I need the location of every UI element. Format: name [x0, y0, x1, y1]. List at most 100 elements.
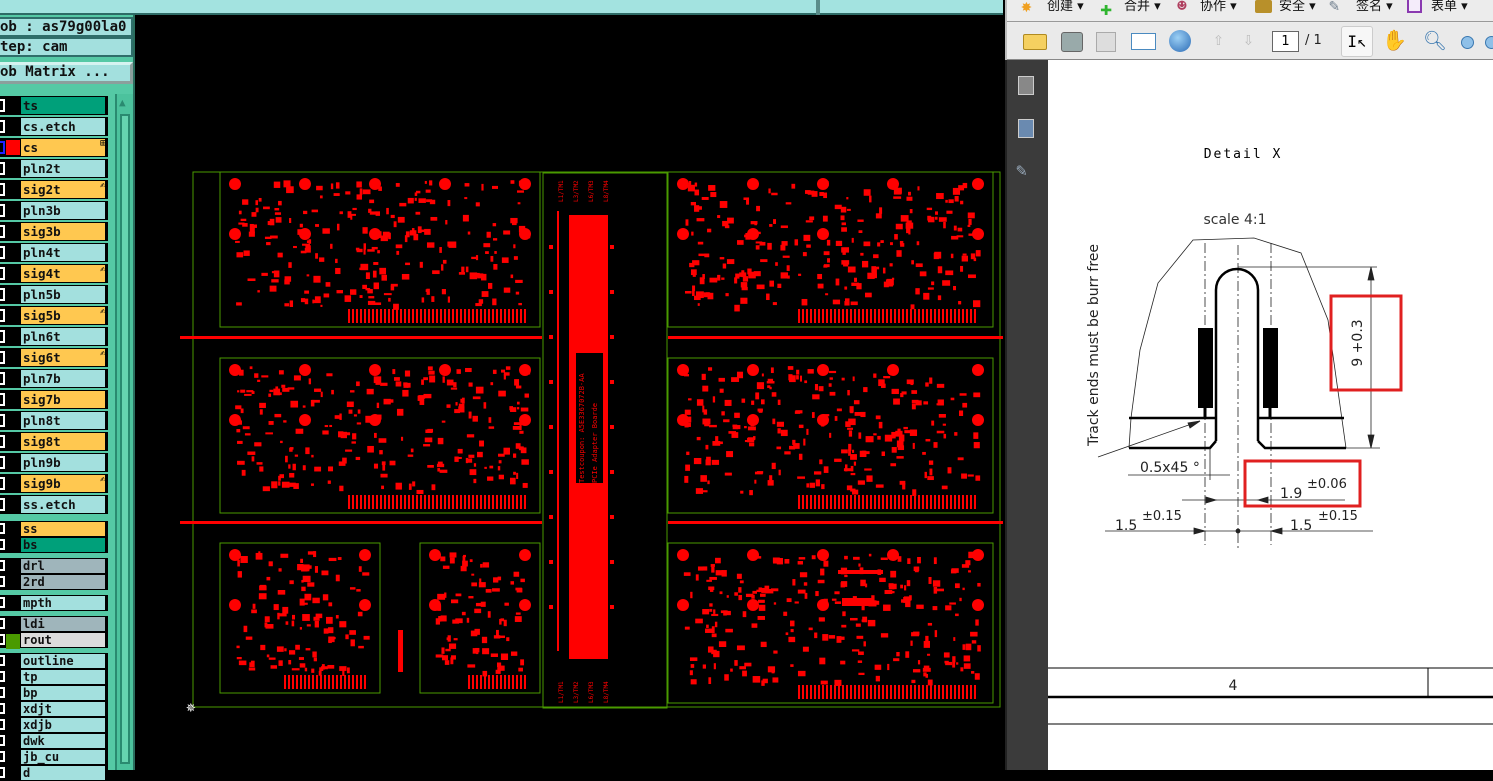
- layer-row-pln5b[interactable]: pln5b: [0, 285, 108, 304]
- layer-name[interactable]: cs: [21, 139, 105, 156]
- layer-name[interactable]: pln6t: [21, 328, 105, 345]
- layer-row-sig5b[interactable]: sig5b✍: [0, 306, 108, 325]
- layer-checkbox[interactable]: [0, 671, 5, 682]
- bookmarks-panel-icon[interactable]: [1018, 119, 1034, 138]
- layer-row-sig6t[interactable]: sig6t✍: [0, 348, 108, 367]
- layer-row-cs[interactable]: cs⊞: [0, 138, 108, 157]
- layer-name[interactable]: sig2t: [21, 181, 105, 198]
- menu-forms[interactable]: 表单 ▾: [1431, 0, 1468, 14]
- layer-checkbox[interactable]: [0, 120, 5, 133]
- layer-name[interactable]: 2rd: [21, 575, 105, 589]
- layer-checkbox[interactable]: [0, 560, 5, 571]
- layer-name[interactable]: sig9b: [21, 475, 105, 492]
- layer-row-sig3b[interactable]: sig3b: [0, 222, 108, 241]
- layer-name[interactable]: bs: [21, 538, 105, 552]
- menu-collaborate[interactable]: 协作 ▾: [1200, 0, 1237, 14]
- layer-checkbox[interactable]: [0, 477, 5, 490]
- layer-checkbox[interactable]: [0, 414, 5, 427]
- print-icon[interactable]: [1061, 32, 1083, 52]
- layer-checkbox[interactable]: [0, 767, 5, 778]
- select-tool-icon[interactable]: I↖: [1341, 26, 1373, 57]
- layer-row-sig4t[interactable]: sig4t✍: [0, 264, 108, 283]
- menu-combine[interactable]: 合并 ▾: [1124, 0, 1161, 14]
- layer-name[interactable]: ts: [21, 97, 105, 114]
- menu-sign[interactable]: 签名 ▾: [1356, 0, 1393, 14]
- layer-checkbox[interactable]: [0, 456, 5, 469]
- layer-row-outline[interactable]: outline: [0, 653, 108, 669]
- layer-checkbox[interactable]: [0, 498, 5, 511]
- previous-page-icon[interactable]: ⇧: [1213, 29, 1224, 50]
- hand-tool-icon[interactable]: ✋: [1382, 28, 1407, 52]
- save-icon[interactable]: [1096, 32, 1116, 52]
- menu-create[interactable]: 创建 ▾: [1047, 0, 1084, 14]
- layer-row-pln9b[interactable]: pln9b: [0, 453, 108, 472]
- layer-checkbox[interactable]: [0, 597, 5, 608]
- layer-name[interactable]: ss.etch: [21, 496, 105, 513]
- menu-secure[interactable]: 安全 ▾: [1279, 0, 1316, 14]
- open-folder-icon[interactable]: [1023, 34, 1047, 50]
- layer-checkbox[interactable]: [0, 246, 5, 259]
- signatures-panel-icon[interactable]: ✎: [1016, 160, 1027, 181]
- page-number-input[interactable]: 1: [1272, 31, 1299, 52]
- layer-name[interactable]: jb_cu: [21, 750, 105, 764]
- layer-name[interactable]: pln4t: [21, 244, 105, 261]
- layer-name[interactable]: dwk: [21, 734, 105, 748]
- layer-name[interactable]: drl: [21, 559, 105, 573]
- layer-name[interactable]: sig4t: [21, 265, 105, 282]
- zoom-out-icon[interactable]: [1461, 36, 1474, 49]
- scrollbar-thumb[interactable]: [120, 114, 130, 764]
- layer-name[interactable]: pln8t: [21, 412, 105, 429]
- email-icon[interactable]: [1131, 33, 1156, 50]
- layer-name[interactable]: pln5b: [21, 286, 105, 303]
- layer-row-xdjt[interactable]: xdjt: [0, 701, 108, 717]
- layer-row-pln8t[interactable]: pln8t: [0, 411, 108, 430]
- layer-checkbox[interactable]: [0, 204, 5, 217]
- next-page-icon[interactable]: ⇩: [1243, 29, 1254, 50]
- layer-checkbox[interactable]: [0, 351, 5, 364]
- layer-row-d[interactable]: d: [0, 765, 108, 781]
- job-matrix-button[interactable]: ob Matrix ...: [0, 62, 133, 84]
- layer-name[interactable]: ss: [21, 522, 105, 536]
- layer-checkbox[interactable]: [0, 393, 5, 406]
- layer-row-sig9b[interactable]: sig9b✍: [0, 474, 108, 493]
- scroll-up-arrow-icon[interactable]: ▲: [119, 96, 126, 109]
- layer-name[interactable]: bp: [21, 686, 105, 700]
- layer-checkbox[interactable]: [0, 372, 5, 385]
- layer-checkbox[interactable]: [0, 719, 5, 730]
- layer-row-cs-etch[interactable]: cs.etch: [0, 117, 108, 136]
- layer-checkbox[interactable]: [0, 267, 5, 280]
- layer-row-xdjb[interactable]: xdjb: [0, 717, 108, 733]
- layer-row-pln3b[interactable]: pln3b: [0, 201, 108, 220]
- layer-name[interactable]: tp: [21, 670, 105, 684]
- layer-checkbox[interactable]: [0, 523, 5, 534]
- layer-checkbox[interactable]: [0, 634, 5, 645]
- layer-name[interactable]: sig8t: [21, 433, 105, 450]
- web-upload-icon[interactable]: [1169, 30, 1191, 52]
- layer-checkbox[interactable]: [0, 435, 5, 448]
- pages-panel-icon[interactable]: [1018, 76, 1034, 95]
- layer-name[interactable]: pln7b: [21, 370, 105, 387]
- layer-row-pln2t[interactable]: pln2t: [0, 159, 108, 178]
- layer-row-sig8t[interactable]: sig8t: [0, 432, 108, 451]
- layer-checkbox[interactable]: [0, 288, 5, 301]
- layer-checkbox[interactable]: [0, 309, 5, 322]
- layer-row-tp[interactable]: tp: [0, 669, 108, 685]
- layer-row-dwk[interactable]: dwk: [0, 733, 108, 749]
- layer-name[interactable]: sig3b: [21, 223, 105, 240]
- layer-row-ts[interactable]: ts: [0, 96, 108, 115]
- layer-row-rout[interactable]: rout: [0, 632, 108, 649]
- layer-row-sig2t[interactable]: sig2t✍: [0, 180, 108, 199]
- layer-name[interactable]: pln3b: [21, 202, 105, 219]
- layer-name[interactable]: outline: [21, 654, 105, 668]
- layer-row-ss-etch[interactable]: ss.etch: [0, 495, 108, 514]
- layer-name[interactable]: rout: [21, 633, 105, 647]
- layer-row-pln6t[interactable]: pln6t: [0, 327, 108, 346]
- layer-name[interactable]: sig6t: [21, 349, 105, 366]
- layer-checkbox[interactable]: [0, 687, 5, 698]
- layer-checkbox[interactable]: [0, 99, 5, 112]
- layer-checkbox[interactable]: [0, 225, 5, 238]
- layer-checkbox[interactable]: [0, 576, 5, 587]
- layer-name[interactable]: pln2t: [21, 160, 105, 177]
- layer-row-jb-cu[interactable]: jb_cu: [0, 749, 108, 765]
- layer-checkbox[interactable]: [0, 703, 5, 714]
